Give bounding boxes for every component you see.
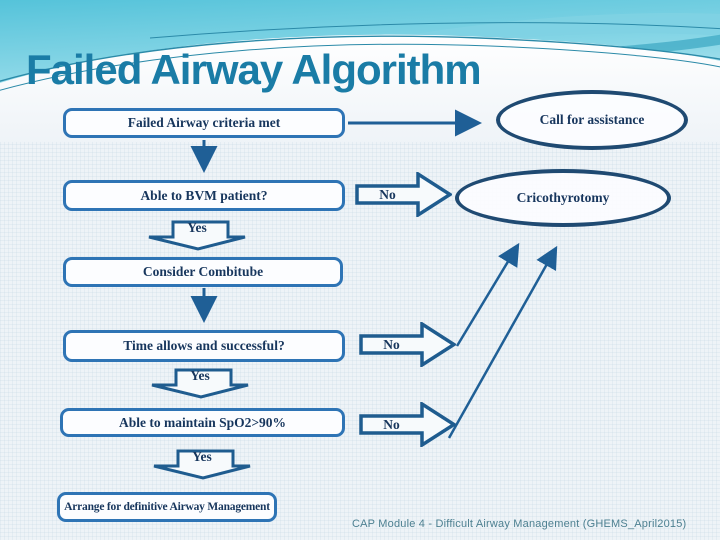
box-label: Able to BVM patient? (140, 187, 268, 203)
flowchart-box-consider-combitube: Consider Combitube (63, 257, 343, 287)
connector-spo2-no-to-cricothyrotomy (447, 245, 558, 439)
ellipse-label: Cricothyrotomy (516, 190, 610, 205)
flowchart-box-failed-airway-criteria: Failed Airway criteria met (63, 108, 345, 138)
right-block-arrow-icon (359, 402, 456, 447)
yes-arrow-time: Yes (150, 368, 250, 399)
footer-credit: CAP Module 4 - Difficult Airway Manageme… (352, 518, 687, 530)
flowchart-ellipse-call-for-assistance: Call for assistance (496, 90, 688, 150)
down-block-arrow-icon (148, 220, 246, 251)
connector-time-no-to-cricothyrotomy (455, 242, 520, 347)
yes-arrow-spo2: Yes (152, 449, 252, 480)
no-arrow-bvm: No (355, 172, 452, 217)
down-block-arrow-icon (153, 449, 251, 480)
right-block-arrow-icon (355, 172, 452, 217)
no-arrow-spo2: No (359, 402, 456, 447)
down-block-arrow-icon (151, 368, 249, 399)
flowchart-ellipse-cricothyrotomy: Cricothyrotomy (455, 169, 671, 227)
flowchart-box-able-to-bvm: Able to BVM patient? (63, 180, 345, 211)
flowchart-box-definitive-airway: Arrange for definitive Airway Management (57, 492, 277, 522)
box-label: Failed Airway criteria met (127, 115, 281, 130)
ellipse-label: Call for assistance (539, 112, 645, 127)
box-label: Time allows and successful? (123, 338, 285, 353)
right-block-arrow-icon (359, 322, 456, 367)
yes-arrow-bvm: Yes (147, 220, 247, 251)
no-arrow-time: No (359, 322, 456, 367)
box-label: Able to maintain SpO2>90% (118, 414, 287, 430)
flowchart-box-maintain-spo2: Able to maintain SpO2>90% (60, 408, 345, 437)
box-label: Arrange for definitive Airway Management (64, 501, 270, 513)
slide-title: Failed Airway Algorithm (26, 46, 482, 93)
box-label: Consider Combitube (142, 264, 264, 279)
flowchart-box-time-allows: Time allows and successful? (63, 330, 345, 362)
